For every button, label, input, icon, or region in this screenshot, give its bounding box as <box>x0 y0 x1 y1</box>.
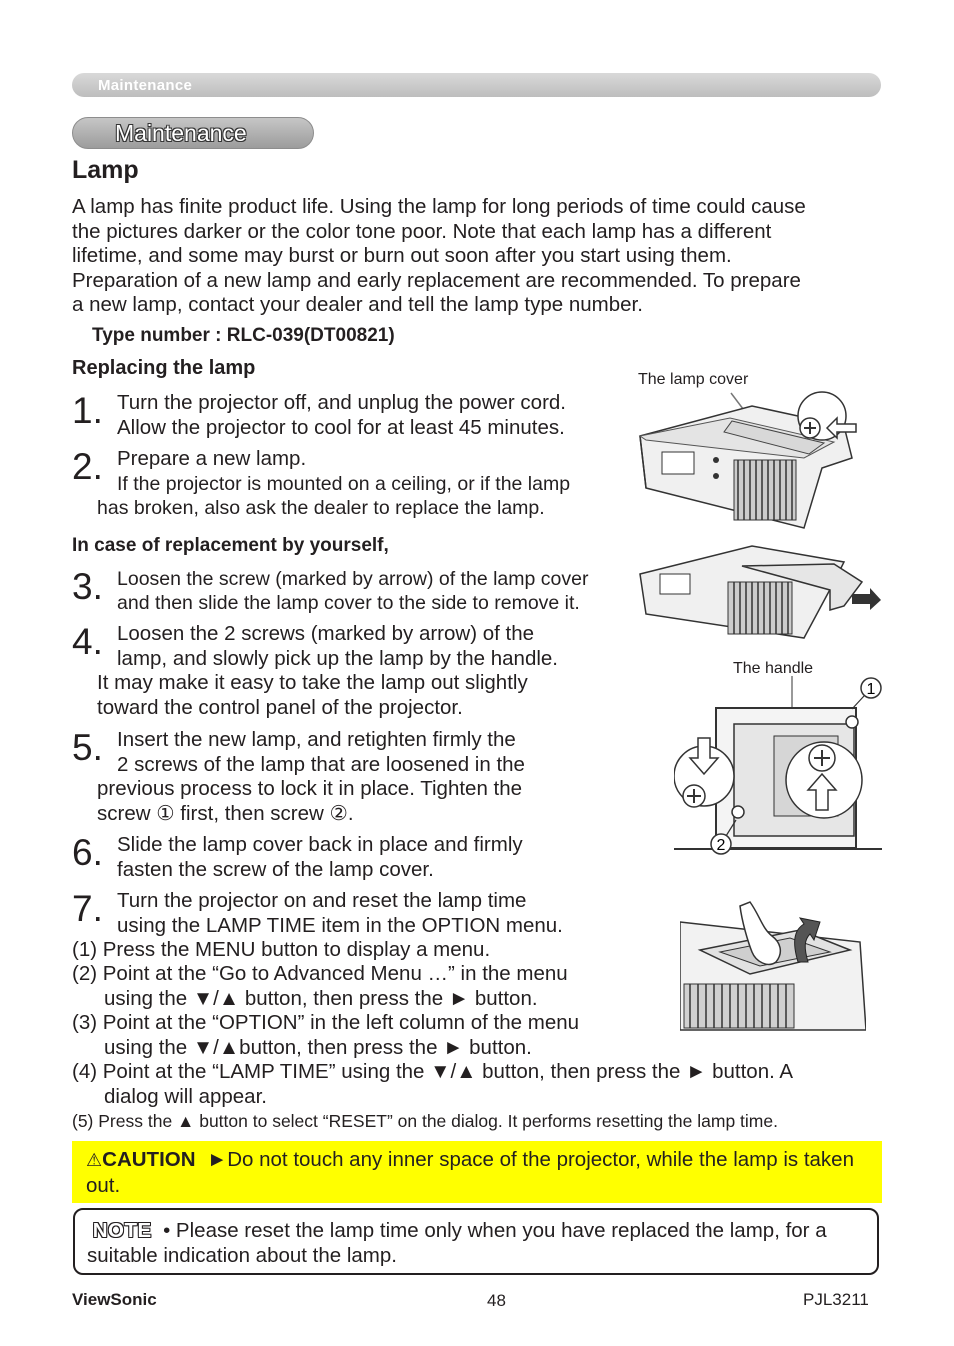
vent-grille <box>733 459 797 521</box>
marker-1: 1 <box>867 681 876 698</box>
replacing-heading: Replacing the lamp <box>72 357 256 379</box>
intro-line: lifetime, and some may burst or burn out… <box>72 244 732 268</box>
note-label: NOTE <box>92 1219 152 1242</box>
step-6-text: Slide the lamp cover back in place and f… <box>117 833 617 882</box>
note-text-block: NOTE • Please reset the lamp time only w… <box>87 1218 867 1268</box>
step-4-text: Loosen the 2 screws (marked by arrow) of… <box>117 622 617 671</box>
handle-label: The handle <box>733 660 814 677</box>
step-3-text: Loosen the screw (marked by arrow) of th… <box>117 567 627 615</box>
footer-brand: ViewSonic <box>72 1290 157 1309</box>
header-bar: Maintenance <box>72 73 881 97</box>
step-line: Turn the projector off, and unplug the p… <box>117 391 566 414</box>
type-number: Type number : RLC-039(DT00821) <box>92 325 395 346</box>
footer-model: PJL3211 <box>803 1290 869 1309</box>
step-7-text: Turn the projector on and reset the lamp… <box>117 889 637 938</box>
arrow-down-icon <box>688 737 720 776</box>
step-line: fasten the screw of the lamp cover. <box>117 857 434 881</box>
substep-4: (4) Point at the “LAMP TIME” using the ▼… <box>72 1060 794 1083</box>
projector-slide-cover-illustration <box>639 545 881 639</box>
header-breadcrumb: Maintenance <box>98 77 193 94</box>
step-line: lamp, and slowly pick up the lamp by the… <box>117 646 559 670</box>
step-line: Insert the new lamp, and retighten firml… <box>117 728 516 751</box>
step-line: Allow the projector to cool for at least… <box>117 415 565 439</box>
step-5-number: 5. <box>72 727 103 768</box>
step-line: Turn the projector on and reset the lamp… <box>117 889 527 912</box>
self-replacement-heading: In case of replacement by yourself, <box>72 535 389 556</box>
intro-line: the pictures darker or the color tone po… <box>72 219 772 243</box>
substep-5: (5) Press the ▲ button to select “RESET”… <box>72 1111 778 1131</box>
substep-3: (3) Point at the “OPTION” in the left co… <box>72 1011 580 1034</box>
step-2-number: 2. <box>72 446 103 487</box>
section-title-pill: Maintenance <box>72 117 314 149</box>
lift-arrow-icon <box>794 917 821 963</box>
lamp-screws-illustration: 1 2 <box>674 676 882 855</box>
hand-icon <box>739 901 782 966</box>
step-line: It may make it easy to take the lamp out… <box>97 671 528 694</box>
screw-icon <box>808 744 836 772</box>
step-line: and then slide the lamp cover to the sid… <box>117 592 580 614</box>
substep-3-cont: using the ▼/▲button, then press the ► bu… <box>104 1036 532 1059</box>
substep-2-cont: using the ▼/▲ button, then press the ► b… <box>104 987 538 1010</box>
substep-4-cont: dialog will appear. <box>104 1085 267 1108</box>
screw-icon <box>799 417 821 439</box>
intro-line: A lamp has finite product life. Using th… <box>72 195 806 218</box>
arrow-up-icon <box>806 772 838 811</box>
step-line: previous process to lock it in place. Ti… <box>97 777 523 800</box>
step-7-number: 7. <box>72 888 103 929</box>
step-1-text: Turn the projector off, and unplug the p… <box>117 391 617 440</box>
intro-paragraph: A lamp has finite product life. Using th… <box>72 195 882 318</box>
substep-2: (2) Point at the “Go to Advanced Menu …”… <box>72 962 568 985</box>
section-title: Maintenance <box>115 120 247 146</box>
step-5-continued: previous process to lock it in place. Ti… <box>97 777 617 826</box>
page-number: 48 <box>487 1291 506 1310</box>
intro-line: a new lamp, contact your dealer and tell… <box>72 293 643 317</box>
slide-arrow-icon <box>852 588 881 610</box>
warning-triangle-icon: ⚠ <box>86 1150 103 1170</box>
screw-icon <box>682 784 706 808</box>
step-2-line-2: If the projector is mounted on a ceiling… <box>117 473 571 495</box>
page-title: Lamp <box>72 156 139 184</box>
step-2-line-3: has broken, also ask the dealer to repla… <box>97 497 545 519</box>
step-line: toward the control panel of the projecto… <box>97 695 463 719</box>
step-1-number: 1. <box>72 390 103 431</box>
step-line: Slide the lamp cover back in place and f… <box>117 833 523 856</box>
note-text: • Please reset the lamp time only when y… <box>87 1219 827 1267</box>
step-5-text: Insert the new lamp, and retighten firml… <box>117 728 617 777</box>
intro-line: Preparation of a new lamp and early repl… <box>72 268 801 292</box>
step-line: Loosen the 2 screws (marked by arrow) of… <box>117 622 535 645</box>
step-line: using the LAMP TIME item in the OPTION m… <box>117 913 563 937</box>
lamp-cover-label: The lamp cover <box>638 371 749 388</box>
caution-text-block: ⚠CAUTION ►Do not touch any inner space o… <box>86 1147 866 1199</box>
substep-1: (1) Press the MENU button to display a m… <box>72 938 491 961</box>
caution-text: ►Do not touch any inner space of the pro… <box>86 1148 854 1197</box>
step-4-continued: It may make it easy to take the lamp out… <box>97 671 617 720</box>
step-line: 2 screws of the lamp that are loosened i… <box>117 752 525 776</box>
marker-2: 2 <box>717 837 726 854</box>
note-box: NOTE • Please reset the lamp time only w… <box>73 1208 879 1275</box>
step-3-number: 3. <box>72 566 103 607</box>
vent-grille <box>727 581 793 635</box>
caution-box: ⚠CAUTION ►Do not touch any inner space o… <box>72 1141 882 1203</box>
step-line: Loosen the screw (marked by arrow) of th… <box>117 568 589 590</box>
projector-lamp-cover-illustration <box>638 391 857 529</box>
step-2-line-1: Prepare a new lamp. <box>117 447 307 470</box>
step-4-number: 4. <box>72 621 103 662</box>
caution-label: CAUTION <box>102 1148 196 1171</box>
lamp-lift-illustration <box>680 901 866 1031</box>
step-6-number: 6. <box>72 832 103 873</box>
arrow-left-icon <box>825 416 857 440</box>
step-line: screw ① first, then screw ②. <box>97 801 354 825</box>
